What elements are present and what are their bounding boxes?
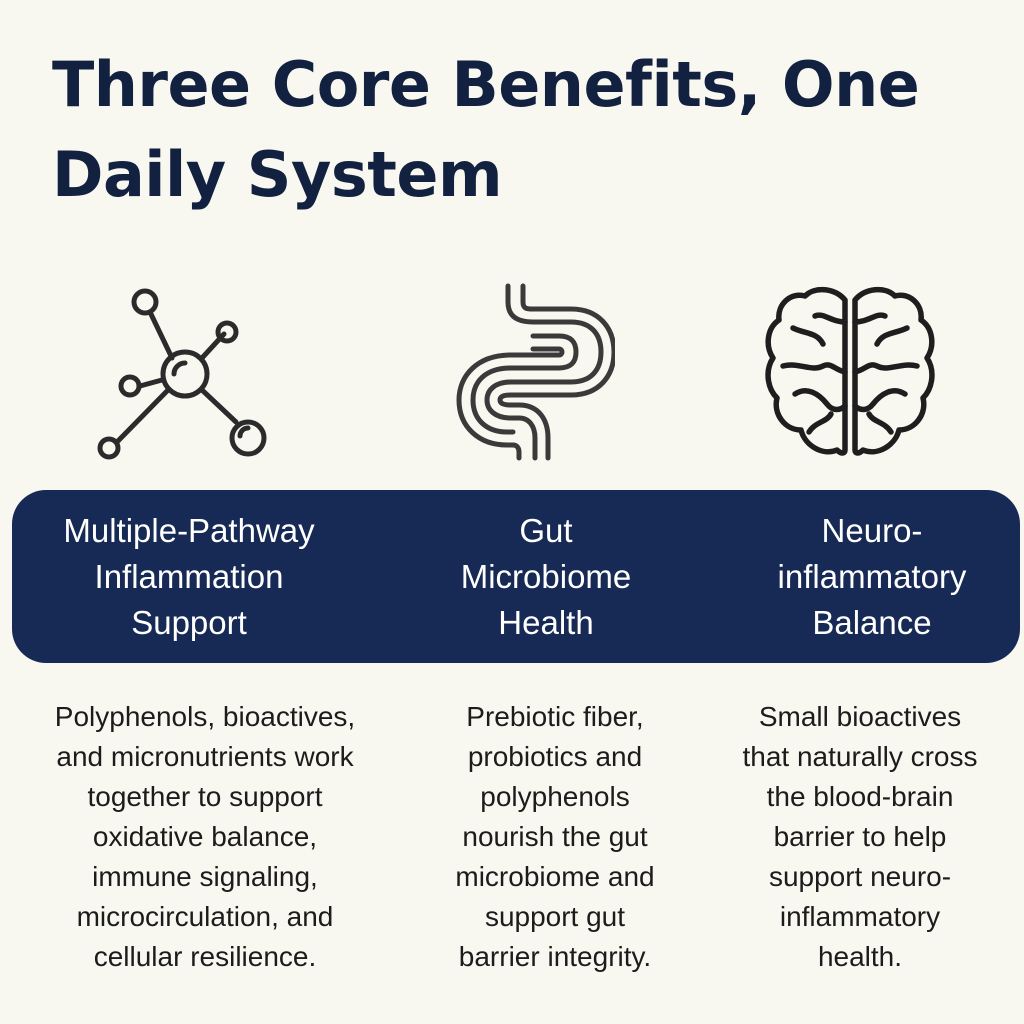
- benefit-label-gut: Gut Microbiome Health: [460, 511, 632, 641]
- intestine-icon: [456, 283, 615, 461]
- benefit-label-inflammation: Multiple-Pathway Inflammation Support: [63, 511, 315, 641]
- benefit-description-gut: Prebiotic fiber, probiotics and polyphen…: [455, 701, 655, 972]
- benefit-description-inflammation: Polyphenols, bioactives, and micronutrie…: [54, 701, 356, 972]
- brain-icon: [765, 286, 935, 456]
- benefit-label-neuro: Neuro- inflammatory Balance: [777, 511, 967, 641]
- benefit-description-neuro: Small bioactives that naturally cross th…: [742, 701, 978, 972]
- molecule-network-icon: [97, 288, 267, 460]
- benefits-band: Multiple-Pathway Inflammation Support Gu…: [12, 490, 1020, 663]
- page-title: Three Core Benefits, One Daily System: [52, 48, 920, 211]
